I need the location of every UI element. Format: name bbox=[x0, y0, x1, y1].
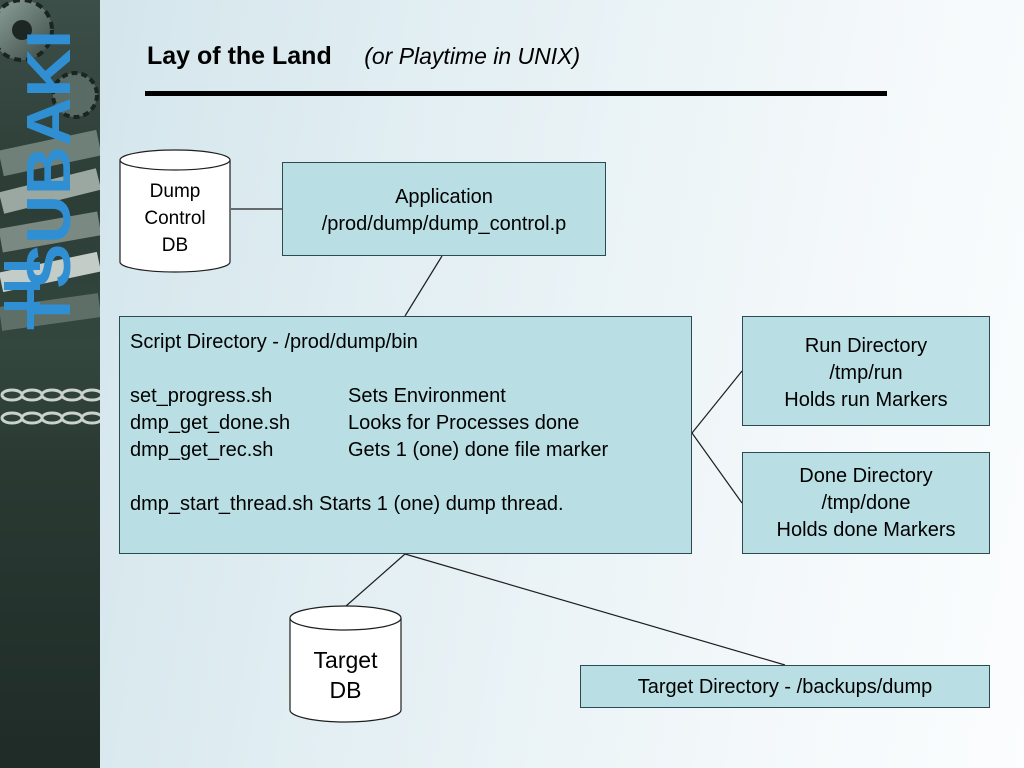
script-directory-footer: dmp_start_thread.sh Starts 1 (one) dump … bbox=[130, 493, 564, 515]
script-directory-box: Script Directory - /prod/dump/bin set_pr… bbox=[119, 316, 692, 554]
dump-control-db-cylinder bbox=[119, 149, 231, 273]
connector-script-to-target-dir bbox=[404, 553, 786, 666]
script-row: dmp_get_rec.sh Gets 1 (one) done file ma… bbox=[130, 439, 609, 461]
decorative-sidebar: TSUBAKI bbox=[0, 0, 100, 768]
machinery-graphic bbox=[0, 0, 100, 425]
application-box: Application /prod/dump/dump_control.p bbox=[282, 162, 606, 256]
slide-title: Lay of the Land bbox=[147, 42, 332, 70]
tsubaki-logo: TSUBAKI bbox=[4, 30, 84, 330]
script-directory-heading: Script Directory - /prod/dump/bin bbox=[130, 331, 418, 353]
connector-script-to-run bbox=[691, 370, 743, 434]
application-label: Application bbox=[395, 186, 493, 208]
script-row: dmp_get_done.sh Looks for Processes done bbox=[130, 412, 580, 434]
run-directory-box: Run Directory /tmp/run Holds run Markers bbox=[742, 316, 990, 426]
target-directory-box: Target Directory - /backups/dump bbox=[580, 665, 990, 708]
slide-title-block: Lay of the Land (or Playtime in UNIX) bbox=[147, 42, 580, 71]
connector-script-to-target-db bbox=[345, 553, 406, 607]
target-directory-label: Target Directory - /backups/dump bbox=[637, 676, 933, 698]
chain-graphic bbox=[0, 388, 100, 425]
slide-subtitle: (or Playtime in UNIX) bbox=[364, 43, 581, 69]
done-directory-box: Done Directory /tmp/done Holds done Mark… bbox=[742, 452, 990, 554]
svg-text:TSUBAKI: TSUBAKI bbox=[15, 30, 84, 330]
gear-icon bbox=[51, 71, 99, 119]
connector-app-to-script bbox=[404, 255, 443, 317]
application-path: /prod/dump/dump_control.p bbox=[321, 213, 567, 235]
script-row: set_progress.sh Sets Environment bbox=[130, 385, 506, 407]
connector-script-to-done bbox=[691, 432, 743, 504]
target-db-label: Target DB bbox=[313, 647, 378, 703]
target-db-cylinder bbox=[289, 605, 402, 723]
dump-control-db-label: Dump Control DB bbox=[144, 181, 206, 256]
title-underline bbox=[145, 91, 887, 96]
